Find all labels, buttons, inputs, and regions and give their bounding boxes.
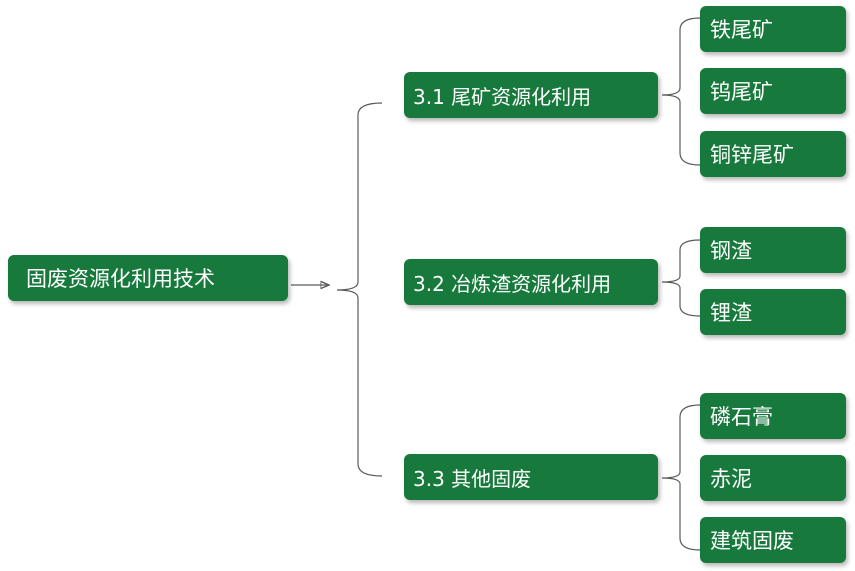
leaf-node-label: 铁尾矿: [710, 18, 773, 42]
leaf-node: 建筑固废: [700, 517, 846, 563]
branch-node-other-solid-waste: 3.3 其他固废: [404, 454, 658, 500]
branch-node-label: 3.3 其他固废: [413, 466, 532, 491]
leaf-node: 铁尾矿: [700, 6, 846, 52]
branch-node-tailings: 3.1 尾矿资源化利用: [404, 72, 658, 118]
leaf-node-label: 磷石膏: [710, 405, 773, 429]
branch-node-label: 3.1 尾矿资源化利用: [413, 84, 592, 109]
branch-1-bracket: [661, 17, 701, 166]
leaf-node-label: 钨尾矿: [710, 80, 773, 104]
leaf-node-label: 建筑固废: [710, 529, 794, 553]
leaf-node: 锂渣: [700, 289, 846, 335]
leaf-node: 铜锌尾矿: [700, 131, 846, 177]
leaf-node: 磷石膏: [700, 393, 846, 439]
branch-node-smelting-slag: 3.2 冶炼渣资源化利用: [404, 259, 658, 305]
root-node-label: 固废资源化利用技术: [26, 267, 215, 291]
root-bracket: [336, 102, 383, 477]
leaf-node: 钢渣: [700, 227, 846, 273]
root-node: 固废资源化利用技术: [8, 255, 288, 301]
leaf-node: 赤泥: [700, 455, 846, 501]
leaf-node-label: 铜锌尾矿: [710, 143, 794, 167]
leaf-node-label: 钢渣: [710, 239, 752, 263]
branch-node-label: 3.2 冶炼渣资源化利用: [413, 271, 612, 296]
leaf-node-label: 赤泥: [710, 467, 752, 491]
branch-2-bracket: [661, 239, 701, 317]
leaf-node: 钨尾矿: [700, 68, 846, 114]
branch-3-bracket: [661, 404, 701, 551]
leaf-node-label: 锂渣: [710, 301, 752, 325]
